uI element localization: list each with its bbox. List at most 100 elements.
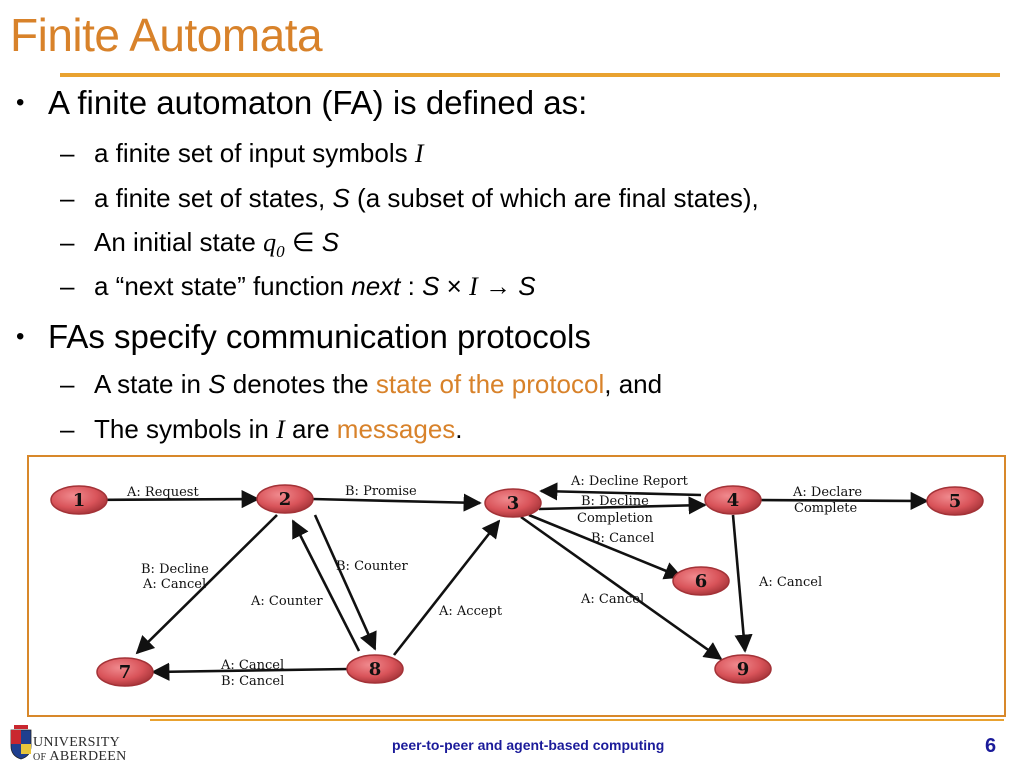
label-a-counter: A: Counter (250, 594, 323, 609)
sub-text-mid: are (284, 414, 337, 444)
state-node-6: 6 (672, 566, 730, 596)
transition-arrows (78, 482, 929, 681)
state-node-4: 4 (704, 485, 762, 515)
sub-bullet-states: –a finite set of states, S (a subset of … (60, 181, 759, 215)
label-a-decline-report: A: Decline Report (570, 474, 689, 489)
edge-4-9 (731, 514, 753, 653)
dash: – (60, 227, 75, 257)
bullet-dot: • (16, 89, 25, 116)
sub-text: a finite set of states, (94, 183, 333, 213)
label-a-cancel-39: A: Cancel (580, 592, 644, 607)
state-node-shape (346, 654, 404, 684)
element-of-symbol: ∈ (284, 227, 322, 257)
footer-course-title: peer-to-peer and agent-based computing (392, 737, 665, 753)
title-underline (60, 73, 1000, 77)
state-node-9: 9 (714, 654, 772, 684)
state-node-3: 3 (484, 488, 542, 518)
label-a-cancel-49: A: Cancel (758, 575, 822, 590)
edge-8-3 (392, 519, 501, 656)
times-symbol: × (439, 271, 470, 301)
state-node-label: 9 (737, 659, 750, 680)
dash: – (60, 414, 75, 444)
state-node-8: 8 (346, 654, 404, 684)
symbol-s: S (208, 369, 226, 399)
edge-2-7 (135, 514, 278, 655)
symbol-subscript: 0 (276, 242, 285, 262)
sub-text: An initial state (94, 227, 264, 257)
edge-4-3-report (539, 482, 702, 501)
label-b-promise: B: Promise (345, 484, 417, 499)
fa-diagram-frame: 1 2 3 4 5 6 7 8 9 A: Request B: Promise A: Decli… (27, 455, 1006, 717)
label-b-cancel-87: B: Cancel (221, 674, 284, 689)
university-logo (10, 724, 32, 765)
state-nodes: 1 2 3 4 5 6 7 8 9 (50, 484, 984, 687)
dash: – (60, 183, 75, 213)
edge-2-8 (313, 514, 377, 651)
page-number: 6 (985, 735, 997, 757)
sub-bullet-initial-state: –An initial state q0 ∈ S (60, 225, 339, 269)
sub-text-tail: (a subset of which are final states), (349, 183, 759, 213)
footer-rule (150, 719, 1004, 721)
arrow-symbol: → (477, 271, 519, 301)
label-completion: Completion (577, 511, 653, 526)
sub-text: a finite set of input symbols (94, 138, 415, 168)
state-node-shape (714, 654, 772, 684)
state-node-shape (50, 485, 108, 515)
state-node-label: 1 (73, 490, 86, 511)
label-a-accept: A: Accept (438, 604, 503, 619)
university-line2: ABERDEEN (49, 749, 127, 764)
edge-8-2 (291, 519, 361, 652)
state-node-shape (926, 486, 984, 516)
label-b-cancel-36: B: Cancel (591, 531, 654, 546)
bullet-text: FAs specify communication protocols (48, 318, 591, 355)
crest-icon (10, 725, 32, 760)
label-complete: Complete (794, 501, 857, 516)
state-node-label: 7 (119, 662, 132, 683)
fa-state-diagram: 1 2 3 4 5 6 7 8 9 A: Request B: Promise A: Decli… (50, 474, 984, 689)
symbol-i: I (414, 139, 424, 168)
symbol-i: I (469, 272, 478, 301)
symbol-s: S (321, 227, 340, 257)
highlight-text: state of the protocol (375, 369, 605, 399)
sub-text-mid: denotes the (225, 369, 376, 399)
state-node-1: 1 (50, 485, 108, 515)
dash: – (60, 271, 75, 301)
edge-8-7 (151, 662, 350, 681)
state-node-shape (672, 566, 730, 596)
state-node-label: 6 (695, 571, 708, 592)
colon: : (400, 271, 423, 301)
transition-labels: A: Request B: Promise A: Decline Report … (126, 474, 862, 689)
dash: – (60, 369, 75, 399)
state-node-7: 7 (96, 657, 154, 687)
sub-bullet-input-symbols: –a finite set of input symbols I (60, 136, 424, 171)
symbol-next: next (351, 271, 401, 301)
symbol-s: S (332, 183, 350, 213)
state-node-2: 2 (256, 484, 314, 514)
sub-text-tail: . (455, 414, 463, 444)
edge-1-2 (78, 489, 260, 509)
dash: – (60, 138, 75, 168)
state-node-shape (256, 484, 314, 514)
symbol-i: I (276, 415, 285, 444)
state-node-label: 5 (949, 491, 962, 512)
university-of: OF (33, 752, 47, 763)
edge-3-6 (528, 513, 683, 580)
label-b-decline: B: Decline (581, 494, 649, 509)
label-a-request: A: Request (126, 485, 199, 500)
university-line1: UNIVERSITY (33, 735, 120, 750)
state-node-label: 3 (507, 493, 520, 514)
state-node-label: 4 (727, 490, 740, 511)
symbol-s: S (518, 271, 536, 301)
symbol-s: S (422, 271, 440, 301)
sub-bullet-symbol-meaning: –The symbols in I are messages. (60, 412, 463, 447)
state-node-5: 5 (926, 486, 984, 516)
university-name: UNIVERSITY OF ABERDEEN (33, 736, 126, 765)
symbol-q: q (263, 228, 277, 257)
edge-2-3 (311, 493, 482, 512)
state-node-shape (484, 488, 542, 518)
sub-text: The symbols in (94, 414, 277, 444)
label-b-counter: B: Counter (336, 559, 409, 574)
edge-3-9 (520, 515, 723, 661)
slide-title: Finite Automata (10, 9, 323, 61)
state-node-label: 8 (369, 659, 382, 680)
